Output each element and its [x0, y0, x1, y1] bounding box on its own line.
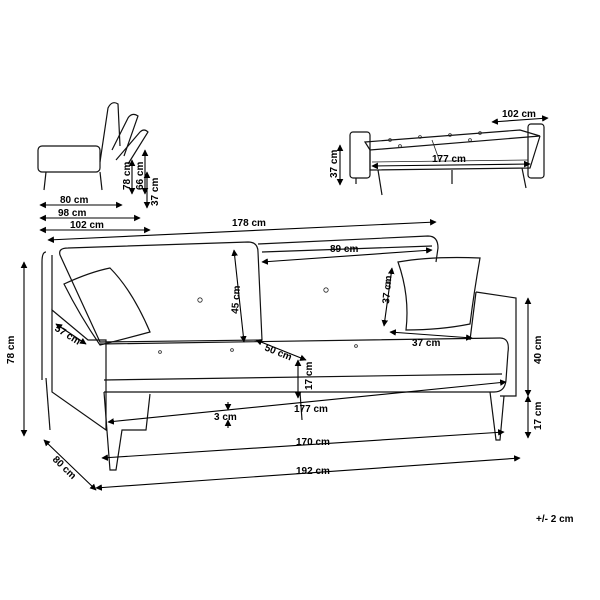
side-78-label: 78 cm [122, 162, 133, 190]
side-98-label: 98 cm [58, 208, 86, 219]
gap-3-label: 3 cm [214, 412, 237, 423]
side-80-label: 80 cm [60, 195, 88, 206]
bed-view: 102 cm 177 cm 37 cm [329, 109, 549, 196]
front-170-label: 170 cm [296, 437, 330, 448]
side-37-label: 37 cm [150, 178, 161, 206]
arm-57-label: 57 cm [52, 323, 82, 347]
leg-17-label: 17 cm [533, 402, 544, 430]
side-102-label: 102 cm [70, 220, 104, 231]
arm-40-label: 40 cm [533, 336, 544, 364]
bed-102-label: 102 cm [502, 109, 536, 120]
side-view: 78 cm 66 cm 37 cm 80 cm 98 cm 102 cm [37, 102, 161, 234]
seat-50-label: 50 cm [263, 343, 294, 364]
side-66-label: 66 cm [135, 162, 146, 190]
front-178-label: 178 cm [232, 218, 266, 229]
front-192-label: 192 cm [296, 466, 330, 477]
tolerance-note: +/- 2 cm [536, 514, 574, 525]
bed-37-label: 37 cm [329, 150, 340, 178]
front-45-label: 45 cm [230, 285, 243, 314]
seat-17-label: 17 cm [304, 362, 315, 390]
front-78-label: 78 cm [6, 336, 17, 364]
front-view: 178 cm 89 cm 45 cm 37 cm 37 cm 57 cm 50 … [6, 218, 544, 491]
front-89-label: 89 cm [330, 244, 358, 255]
pillow-37-width-label: 37 cm [412, 338, 440, 349]
pillow-37-height-label: 37 cm [381, 275, 394, 304]
bed-177-label: 177 cm [432, 154, 466, 165]
seat-177-label: 177 cm [294, 404, 328, 415]
